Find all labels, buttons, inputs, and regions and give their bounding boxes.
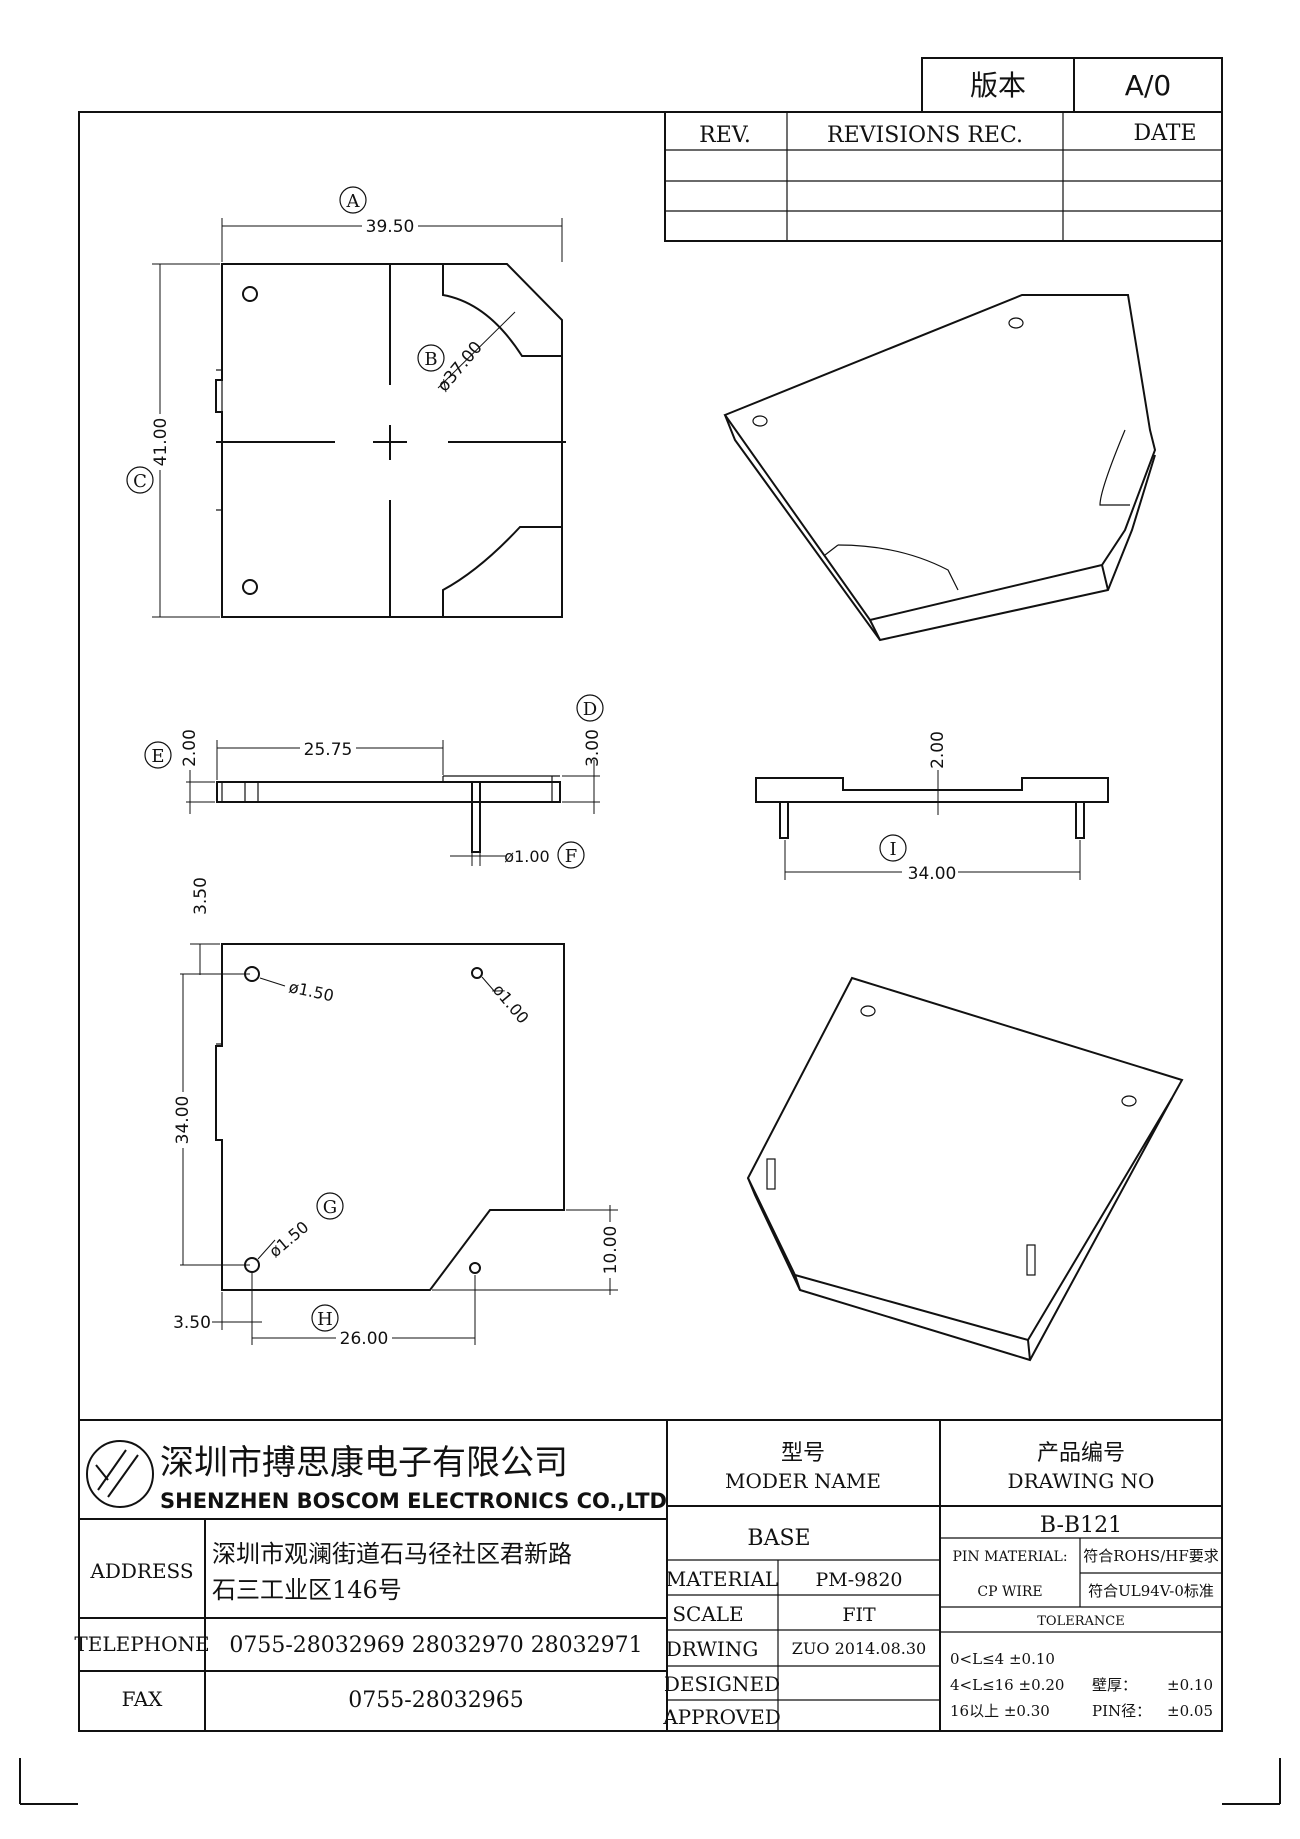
svg-text:G: G — [323, 1197, 337, 1218]
telephone-label: TELEPHONE — [74, 1632, 209, 1656]
dim-bottom-3-50-left: 3.50 — [173, 1313, 211, 1333]
bottom-hole-3 — [471, 967, 483, 979]
side-view: 25.75 2.00 E 3.00 D ø1.00 F — [144, 694, 604, 869]
rev-column-header: REV. — [699, 123, 751, 148]
fax-value: 0755-28032965 — [348, 1688, 523, 1713]
bottom-view: 3.50 34.00 ø1.50 ø1.00 ø1.50 G 10.00 3.5… — [172, 877, 621, 1349]
ul-note: 符合UL94V-0标准 — [1088, 1582, 1214, 1600]
svg-text:H: H — [317, 1309, 333, 1330]
dim-pin-1-00: ø1.00 — [504, 847, 549, 866]
dim-front-2-00: 2.00 — [928, 731, 948, 769]
address-line-1: 深圳市观澜街道石马径社区君新路 — [212, 1540, 572, 1568]
rohs-note: 符合ROHS/HF要求 — [1083, 1547, 1219, 1565]
material-value: PM-9820 — [815, 1569, 902, 1591]
dim-bottom-34-00: 34.00 — [173, 1096, 193, 1145]
designed-label: DESIGNED — [664, 1672, 780, 1696]
top-view: 39.50 A 41.00 C ø37.00 B — [126, 186, 566, 618]
material-label: MATERIAL — [666, 1567, 778, 1591]
dim-side-2-00: 2.00 — [180, 729, 200, 767]
dim-39-50: 39.50 — [366, 217, 415, 237]
tolerance-row-1: 0<L≤4 ±0.10 — [950, 1650, 1055, 1668]
corner-marks — [19, 1758, 1281, 1805]
main-frame — [78, 111, 1223, 1732]
title-block: 深圳市搏思康电子有限公司 SHENZHEN BOSCOM ELECTRONICS… — [74, 1419, 1222, 1731]
pin-dia-value: ±0.05 — [1167, 1702, 1213, 1720]
dim-bottom-10-00: 10.00 — [601, 1226, 621, 1275]
version-box: 版本 A/0 — [921, 57, 1223, 113]
date-column-header: DATE — [1133, 121, 1196, 146]
drawing-by-label: DRWING — [666, 1637, 759, 1661]
dim-hole-1-50-a: ø1.50 — [287, 977, 335, 1005]
approved-label: APPROVED — [662, 1705, 781, 1729]
callout-e — [144, 741, 172, 769]
iso-view-top — [723, 294, 1157, 642]
company-logo — [86, 1440, 154, 1508]
dim-25-75: 25.75 — [304, 740, 353, 760]
drawing-label-cn: 产品编号 — [1037, 1441, 1125, 1466]
revision-table: REV. REVISIONS REC. DATE — [664, 111, 1223, 242]
callout-i — [879, 834, 907, 862]
address-label: ADDRESS — [89, 1559, 193, 1583]
drawing-label-en: DRAWING NO — [1008, 1469, 1155, 1493]
pin-material-label: PIN MATERIAL: — [952, 1549, 1067, 1565]
scale-value: FIT — [842, 1604, 876, 1626]
iso-view-bottom — [746, 976, 1184, 1362]
callout-h — [311, 1304, 339, 1332]
tolerance-label: TOLERANCE — [1037, 1614, 1124, 1629]
drawing-by-value: ZUO 2014.08.30 — [792, 1639, 926, 1658]
svg-text:I: I — [889, 839, 896, 860]
bottom-hole-4 — [469, 1262, 481, 1274]
dim-radius-b: ø37.00 — [434, 338, 487, 396]
version-label: 版本 — [970, 69, 1026, 102]
svg-text:B: B — [424, 349, 437, 370]
callout-a — [339, 186, 367, 214]
front-view: 34.00 I 2.00 — [755, 731, 1109, 884]
svg-text:A: A — [346, 191, 361, 212]
model-value: BASE — [747, 1526, 810, 1551]
dim-bottom-3-50-top: 3.50 — [191, 877, 211, 915]
tolerance-row-2: 4<L≤16 ±0.20 — [950, 1676, 1064, 1694]
callout-g — [316, 1192, 344, 1220]
revisions-column-header: REVISIONS REC. — [827, 123, 1023, 148]
model-label-cn: 型号 — [781, 1441, 825, 1466]
callout-d — [576, 694, 604, 722]
dim-hole-1-50-b: ø1.50 — [265, 1217, 312, 1261]
pin-dia-label: PIN径： — [1092, 1702, 1151, 1720]
callout-b — [417, 344, 445, 372]
top-hole-2 — [242, 579, 258, 595]
fax-label: FAX — [122, 1687, 164, 1711]
svg-text:C: C — [133, 471, 147, 492]
company-name-en: SHENZHEN BOSCOM ELECTRONICS CO.,LTD — [160, 1489, 667, 1513]
company-name-cn: 深圳市搏思康电子有限公司 — [160, 1443, 568, 1483]
callout-c — [126, 466, 154, 494]
scale-label: SCALE — [672, 1602, 743, 1626]
side-pin — [471, 781, 481, 853]
drawing-number: B-B121 — [1040, 1513, 1122, 1538]
dim-side-3-00: 3.00 — [583, 729, 603, 767]
telephone-value: 0755-28032969 28032970 28032971 — [229, 1633, 642, 1658]
top-hole-1 — [242, 286, 258, 302]
svg-text:E: E — [151, 746, 164, 767]
tolerance-row-3: 16以上 ±0.30 — [950, 1702, 1050, 1720]
pin-material-value: CP WIRE — [977, 1584, 1042, 1600]
model-label-en: MODER NAME — [725, 1469, 881, 1493]
svg-text:F: F — [565, 846, 578, 867]
wall-label: 壁厚： — [1092, 1676, 1137, 1694]
wall-value: ±0.10 — [1167, 1676, 1213, 1694]
callout-f — [557, 841, 585, 869]
address-line-2: 石三工业区146号 — [212, 1576, 402, 1604]
dim-hole-1-00: ø1.00 — [489, 980, 533, 1027]
dim-41-00: 41.00 — [151, 418, 171, 467]
dim-front-34-00: 34.00 — [908, 864, 957, 884]
version-value: A/0 — [1125, 69, 1171, 102]
svg-text:D: D — [583, 699, 597, 720]
dim-bottom-26-00: 26.00 — [340, 1329, 389, 1349]
